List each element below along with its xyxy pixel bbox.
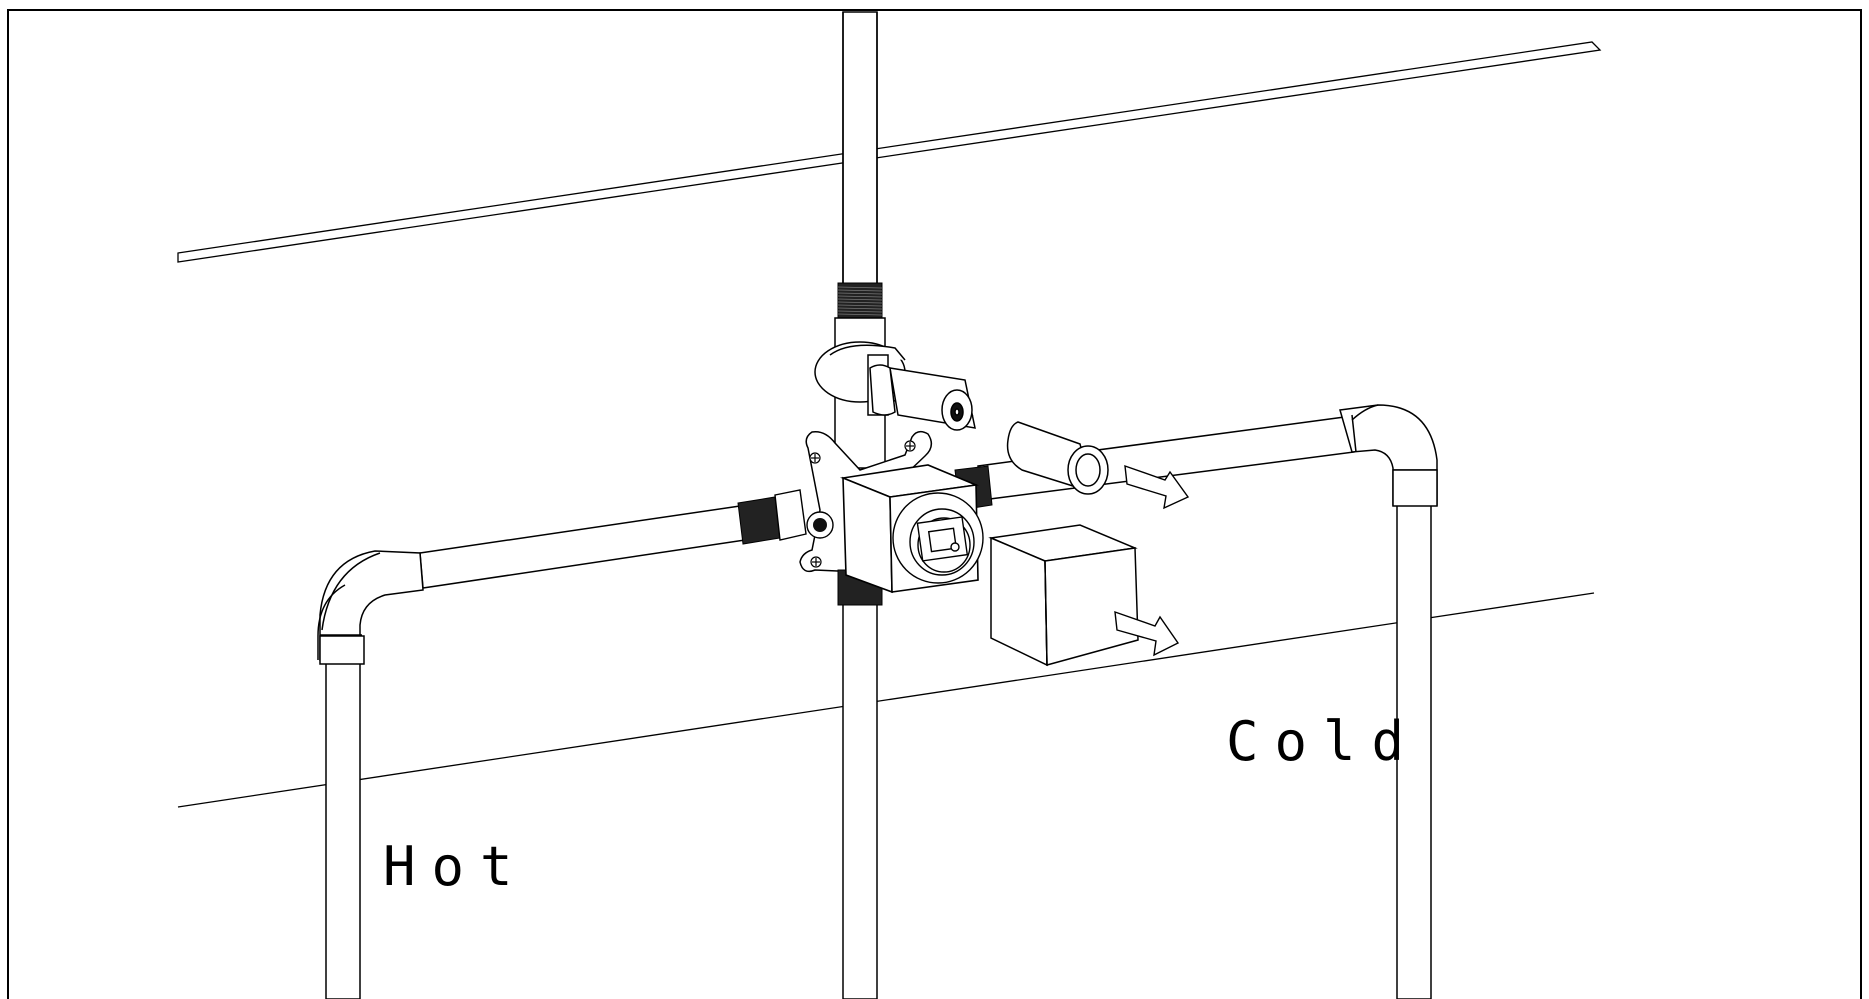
- thread-line: [837, 310, 883, 313]
- hot-elbow: [317, 550, 424, 661]
- hot-label: Hot: [383, 835, 529, 898]
- trim-box: [988, 524, 1139, 667]
- screw-icon: [809, 440, 916, 568]
- upper-wall-line: [177, 41, 1602, 263]
- thread-line: [837, 298, 883, 301]
- thread-line: [837, 286, 883, 289]
- arrow-icon: [1124, 464, 1190, 510]
- diagram-frame: [7, 9, 1862, 999]
- hot-thread-fitting: [737, 489, 834, 545]
- cartridge-face: [892, 492, 984, 584]
- diverter-stem: [869, 364, 976, 431]
- thread-line: [837, 313, 883, 316]
- hot-vertical-pipe: [319, 635, 365, 999]
- hot-horizontal-pipe: [419, 505, 746, 589]
- handle-cylinder: [1006, 421, 1109, 495]
- upper-thread-band: [837, 282, 883, 319]
- cold-label: Cold: [1226, 710, 1420, 773]
- thread-line: [837, 304, 883, 307]
- thread-line: [837, 307, 883, 310]
- arrow-icon: [1114, 610, 1180, 657]
- lower-wall-line: [177, 592, 1595, 808]
- thread-line: [837, 289, 883, 292]
- thread-line: [837, 301, 883, 304]
- thread-line: [837, 295, 883, 298]
- cold-vertical-pipe: [1392, 469, 1438, 999]
- thread-line: [837, 292, 883, 295]
